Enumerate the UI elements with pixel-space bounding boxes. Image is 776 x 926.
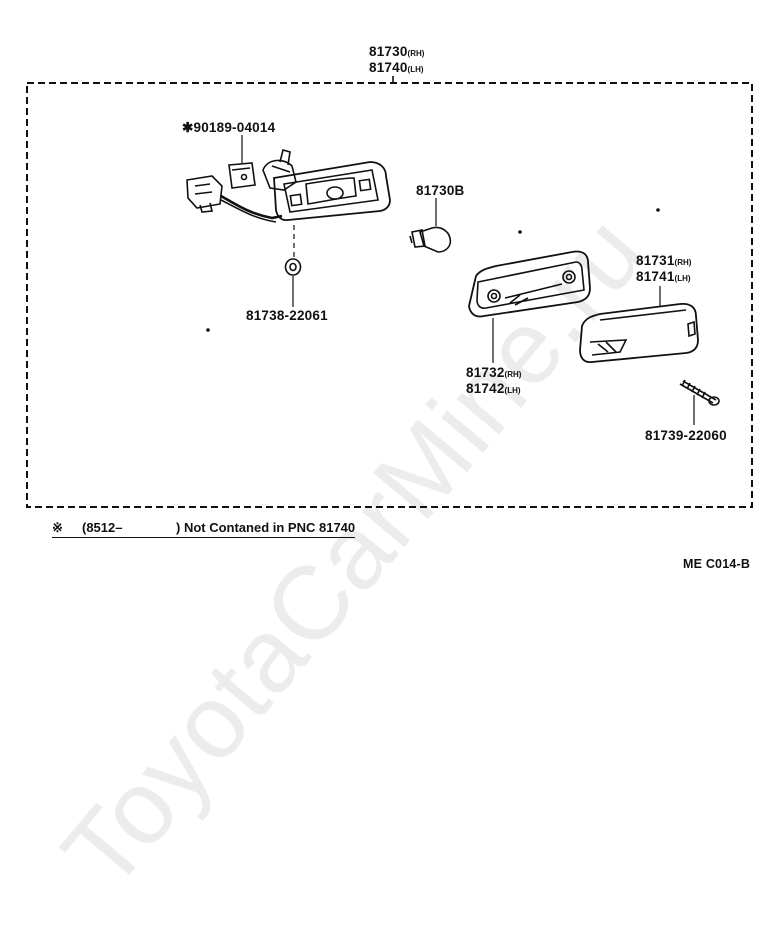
footnote: ※ (8512– ) Not Contaned in PNC 81740 xyxy=(52,520,356,538)
lens-drawing xyxy=(579,302,699,363)
not-contained-mark: ✱ xyxy=(182,120,194,135)
assembly-label-lh: 81740(LH) xyxy=(369,60,424,77)
housing-label-rh: 81732(RH) xyxy=(466,365,521,382)
housing-number-lh: 81742 xyxy=(466,381,505,396)
assembly-number-lh: 81740 xyxy=(369,60,408,75)
socket-label: ✱90189-04014 xyxy=(182,120,275,135)
assembly-frame xyxy=(26,82,753,508)
bulb-drawing xyxy=(409,226,452,253)
lens-number-lh: 81741 xyxy=(636,269,675,284)
assembly-label-rh: 81730(RH) xyxy=(369,44,424,61)
gasket-drawing xyxy=(284,258,302,276)
gasket-part-number: 81738-22061 xyxy=(246,308,328,323)
lens-suffix-lh: (LH) xyxy=(674,274,691,283)
socket-part-number: 90189-04014 xyxy=(193,120,276,135)
screw-label: 81739-22060 xyxy=(645,428,727,443)
bulb-part-number: 81730B xyxy=(416,183,465,198)
assembly-suffix-lh: (LH) xyxy=(407,65,424,74)
assembly-suffix-rh: (RH) xyxy=(407,49,425,58)
gasket-label: 81738-22061 xyxy=(246,308,328,323)
bulb-label: 81730B xyxy=(416,183,465,198)
lens-label-rh: 81731(RH) xyxy=(636,253,691,270)
assembly-number-rh: 81730 xyxy=(369,44,408,59)
housing-drawing xyxy=(468,250,591,318)
lens-label-lh: 81741(LH) xyxy=(636,269,691,286)
screw-drawing xyxy=(679,379,720,406)
base-plate-drawing xyxy=(273,161,391,222)
housing-suffix-lh: (LH) xyxy=(504,386,521,395)
bulb-socket-drawing xyxy=(262,149,297,191)
lens-suffix-rh: (RH) xyxy=(674,258,692,267)
footnote-range: (8512– xyxy=(82,520,123,535)
diagram-code: ME C014-B xyxy=(683,557,751,571)
connector-clip-drawing xyxy=(228,162,256,189)
lens-number-rh: 81731 xyxy=(636,253,675,268)
footnote-symbol: ※ xyxy=(52,520,63,535)
housing-number-rh: 81732 xyxy=(466,365,505,380)
housing-label-lh: 81742(LH) xyxy=(466,381,521,398)
socket-plug-drawing xyxy=(186,175,283,223)
screw-part-number: 81739-22060 xyxy=(645,428,727,443)
housing-suffix-rh: (RH) xyxy=(504,370,522,379)
footnote-text: ) Not Contaned in PNC 81740 xyxy=(176,520,356,535)
